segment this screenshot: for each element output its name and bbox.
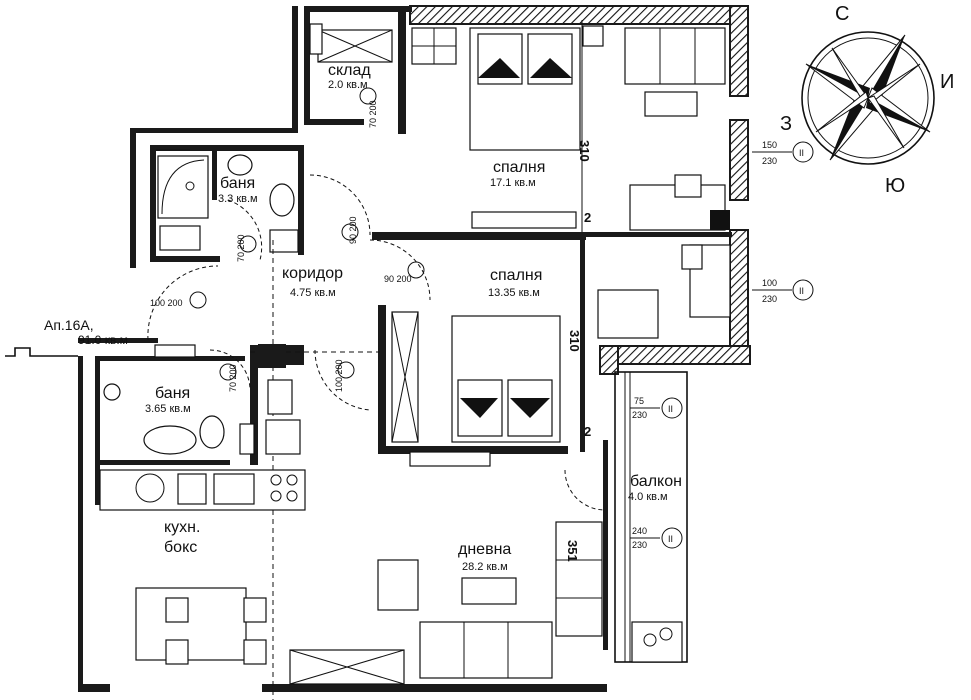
- door-tag-bath2: 70 200: [228, 364, 238, 392]
- bath2-fixtures: [103, 344, 301, 455]
- compass-rose: [801, 31, 935, 165]
- apartment-area: 91.0 кв.м: [78, 333, 128, 347]
- window-3-height: 230: [632, 410, 647, 420]
- bedroom1-area: 17.1 кв.м: [490, 177, 536, 189]
- kitchen-label-line2: бокс: [164, 539, 197, 556]
- living-label: дневна: [458, 541, 511, 558]
- door-tag-bath1: 90 200: [348, 216, 358, 244]
- bedroom2-label: спалня: [490, 267, 542, 284]
- bedroom2-area: 13.35 кв.м: [488, 287, 540, 299]
- window-1-width: 150: [762, 140, 777, 150]
- balcony-area: 4.0 кв.м: [628, 491, 668, 503]
- bedroom1-label: спалня: [493, 159, 545, 176]
- storage-area: 2.0 кв.м: [328, 79, 368, 91]
- corridor-label: коридор: [282, 265, 343, 282]
- window-2-height: 230: [762, 294, 777, 304]
- structural-walls: [5, 5, 751, 692]
- kitchen-label-line1: кухн.: [164, 519, 200, 536]
- door-tags: [189, 87, 425, 381]
- window-2-width: 100: [762, 278, 777, 288]
- compass-north: С: [835, 3, 849, 25]
- living-area: 28.2 кв.м: [462, 561, 508, 573]
- corridor-area: 4.75 кв.м: [290, 287, 336, 299]
- bath2-area: 3.65 кв.м: [145, 403, 191, 415]
- bath1-fixtures: [156, 149, 299, 253]
- compass-west: З: [780, 113, 792, 135]
- bedroom1-furniture: [411, 20, 730, 232]
- bath2-label: баня: [155, 385, 190, 402]
- window-tags: [630, 141, 814, 549]
- window-1-height: 230: [762, 156, 777, 166]
- window-1-type: II: [799, 148, 804, 158]
- compass-east: И: [940, 71, 954, 93]
- living-dimension: 351: [565, 540, 580, 562]
- balcony-structure: [614, 371, 688, 663]
- apartment-name: Ап.16А,: [44, 317, 94, 333]
- window-3-type: II: [668, 404, 673, 414]
- storage-room: [309, 23, 393, 63]
- kitchen-fixtures: [99, 469, 306, 665]
- wall-dimension-a: 2: [584, 210, 591, 225]
- window-4-width: 240: [632, 526, 647, 536]
- door-tag-entry: 100 200: [150, 298, 183, 308]
- balcony-label: балкон: [630, 473, 682, 490]
- living-furniture: [289, 469, 606, 685]
- window-4-type: II: [668, 534, 673, 544]
- bedroom2-dimension: 310: [567, 330, 582, 352]
- bedroom2-furniture: [391, 244, 731, 467]
- window-3-width: 75: [634, 396, 644, 406]
- door-tag-bedroom2: 90 200: [384, 274, 412, 284]
- bedroom1-dimension: 310: [577, 140, 592, 162]
- door-tag-bath1b: 70 200: [236, 234, 246, 262]
- bath1-area: 3.3 кв.м: [218, 193, 258, 205]
- door-tag-living: 100 200: [334, 359, 344, 392]
- bath1-label: баня: [220, 175, 255, 192]
- window-4-height: 230: [632, 540, 647, 550]
- storage-label: склад: [328, 62, 371, 79]
- door-tag-storage: 70 200: [368, 100, 378, 128]
- window-2-type: II: [799, 286, 804, 296]
- wall-dimension-b: 2: [584, 424, 591, 439]
- compass-south: Ю: [885, 175, 905, 197]
